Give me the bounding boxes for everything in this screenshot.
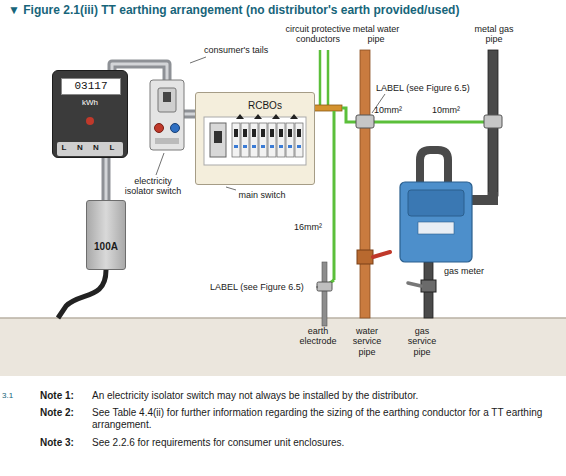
gas-valve-lever xyxy=(408,283,421,286)
node-text: 100A xyxy=(87,241,125,253)
ground xyxy=(0,318,566,376)
leader-line xyxy=(156,153,164,175)
gas-meter xyxy=(400,182,472,262)
isolator-toggle xyxy=(163,92,171,102)
conductor-size: 10mm² xyxy=(432,105,460,115)
note-text: See Table 4.4(ii) for further informatio… xyxy=(92,407,558,430)
cable-core xyxy=(105,158,108,200)
leader-label: circuit protective conductors xyxy=(280,24,356,45)
gas-pipe xyxy=(470,192,493,200)
leader-label: consumer's tails xyxy=(204,45,268,55)
leader-label: main switch xyxy=(232,190,292,200)
leader-line xyxy=(316,287,318,288)
earthing-conductor xyxy=(333,111,336,280)
leader-label: metal water pipe xyxy=(348,24,404,45)
ground-label: water service pipe xyxy=(348,326,386,357)
ground-label: gas service pipe xyxy=(402,326,442,357)
ground-line xyxy=(0,317,566,319)
label-tag: LABEL (see Figure 6.5) xyxy=(376,83,470,93)
figure-title: ▼ Figure 2.1(iii) TT earthing arrangemen… xyxy=(8,4,459,18)
leader-label: electricity isolator switch xyxy=(120,176,186,197)
node-text: 03117 xyxy=(61,78,121,95)
water-pipe xyxy=(360,50,370,318)
note-text: An electricity isolator switch may not a… xyxy=(92,390,558,402)
valve-handle xyxy=(373,252,390,257)
consumer-unit: RCBOs xyxy=(195,92,315,185)
isolator-terminal xyxy=(155,124,164,133)
note-heading: Note 2: xyxy=(40,407,74,419)
node-text: RCBOs xyxy=(248,100,282,112)
gas-inlet xyxy=(420,150,448,185)
note-heading: Note 3: xyxy=(40,437,74,449)
stop-valve xyxy=(357,250,373,264)
gas-meter-display xyxy=(418,222,454,234)
cpc-wire xyxy=(319,50,322,107)
gas-clamp xyxy=(484,115,502,128)
terminal-letter: L xyxy=(58,143,70,152)
note-heading: Note 1: xyxy=(40,390,74,402)
gas-meter-panel xyxy=(408,190,464,216)
cpc-wire xyxy=(327,50,330,107)
margin-reference: 3.1 xyxy=(2,391,13,400)
gas-valve xyxy=(421,280,436,292)
terminal-letter: N xyxy=(74,143,86,152)
terminal-letter: N xyxy=(90,143,102,152)
conductor-size: 10mm² xyxy=(374,105,402,115)
service-cable xyxy=(58,270,106,318)
label-tag: LABEL (see Figure 6.5) xyxy=(210,282,304,292)
leader-label: metal gas pipe xyxy=(466,24,522,45)
isolator-terminal xyxy=(171,124,180,133)
earth-rod xyxy=(322,262,327,326)
earth-clamp xyxy=(317,282,332,291)
conductor-size: 16mm² xyxy=(294,222,322,232)
isolator-toggle-housing xyxy=(158,88,176,112)
isolator-base xyxy=(155,138,179,144)
leader-line xyxy=(190,57,206,63)
node-text: kWh xyxy=(53,98,127,107)
terminal-letter: L xyxy=(106,143,118,152)
earth-terminal xyxy=(314,105,342,111)
cable-sheath xyxy=(102,158,111,200)
service-cutout: 100A xyxy=(86,200,126,270)
isolator-switch xyxy=(150,80,184,150)
component-label: gas meter xyxy=(444,266,484,276)
consumer-tails-cable xyxy=(106,158,107,200)
meter-pulse-led xyxy=(86,117,94,125)
ground-label: earth electrode xyxy=(292,326,344,347)
note-text: See 2.2.6 for requirements for consumer … xyxy=(92,437,558,449)
leader-line xyxy=(226,187,236,190)
water-clamp xyxy=(356,115,374,128)
